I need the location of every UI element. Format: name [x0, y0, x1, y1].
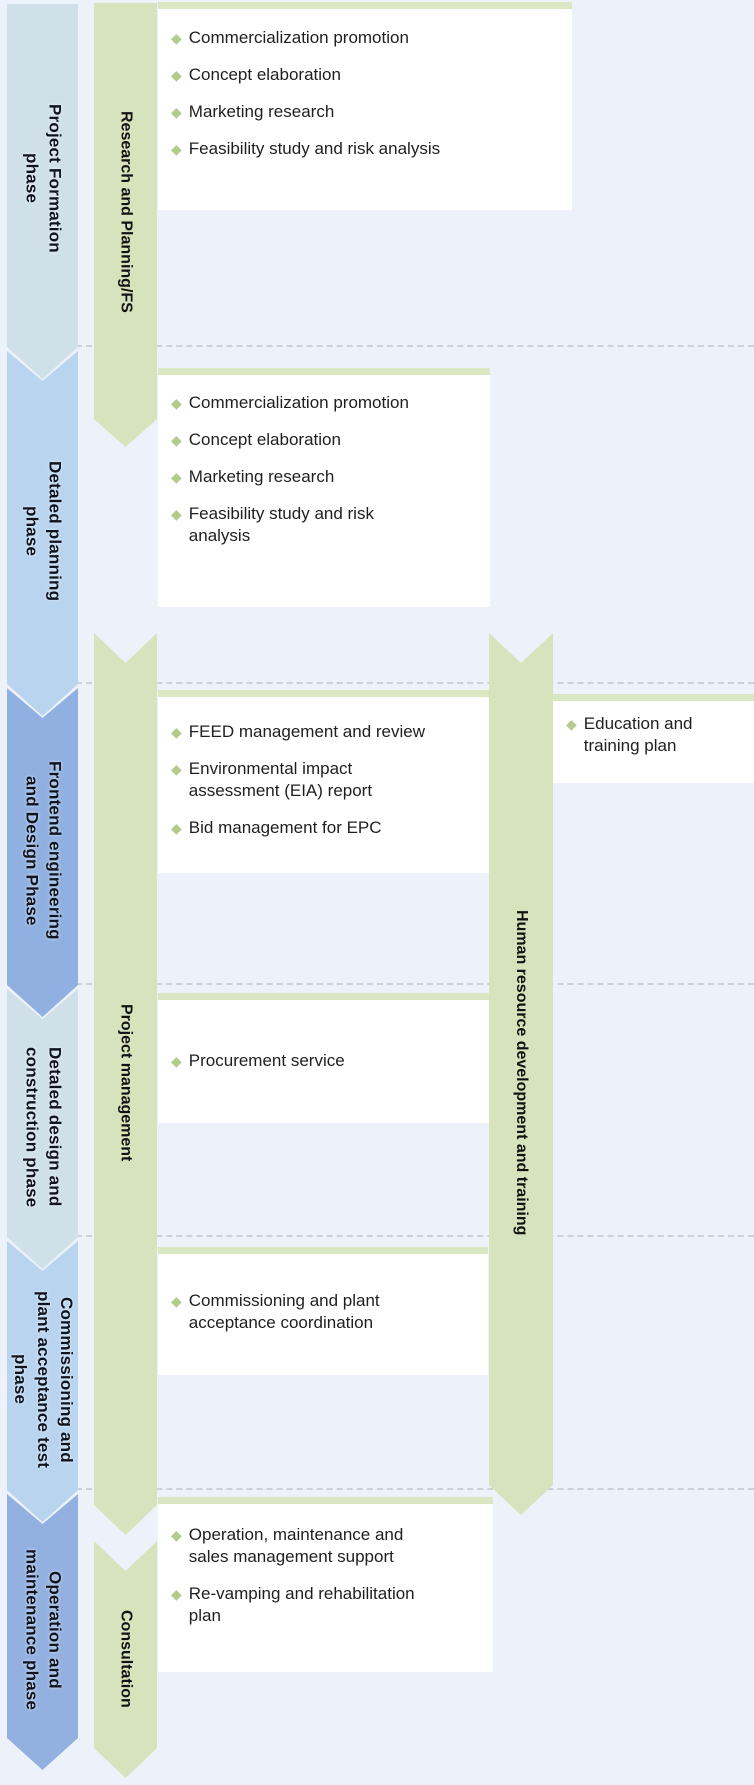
list-item-text: Marketing research: [188, 102, 335, 121]
list-item-text: Education and training plan: [583, 714, 693, 755]
diamond-bullet-icon: ◆: [171, 1527, 182, 1543]
phase-separator-dashed-line: [76, 682, 754, 684]
phase-chevron-project-formation: Project Formation phase: [7, 4, 78, 379]
phase-label: Project Formation phase: [22, 104, 65, 253]
stream-label: Consultation: [117, 1609, 135, 1708]
list-item: ◆ Concept elaboration: [171, 64, 564, 86]
content-box-detailed-planning: ◆ Commercialization promotion ◆ Concept …: [158, 368, 490, 607]
list-item: ◆ Marketing research: [171, 101, 564, 123]
stream-arrow-research-planning-fs: Research and Planning/FS: [94, 3, 157, 447]
list-item: ◆ Environmental impact assessment (EIA) …: [171, 758, 481, 802]
content-box-research-planning: ◆ Commercialization promotion ◆ Concept …: [158, 2, 572, 210]
list-item: ◆ Education and training plan: [566, 713, 746, 757]
phase-label: Commissioning and plant acceptance test …: [11, 1290, 76, 1469]
list-item-text: Commercialization promotion: [188, 28, 409, 47]
stream-label: Research and Planning/FS: [117, 111, 135, 313]
content-box-operation-maintenance: ◆ Operation, maintenance and sales manag…: [158, 1497, 493, 1672]
stream-label: Human resource development and training: [512, 910, 530, 1236]
list-item-text: Bid management for EPC: [188, 818, 382, 837]
diamond-bullet-icon: ◆: [171, 820, 182, 836]
content-box-detailed-design-construction: ◆ Procurement service: [158, 993, 489, 1123]
diamond-bullet-icon: ◆: [171, 469, 182, 485]
list-item-text: Commissioning and plant acceptance coord…: [188, 1291, 380, 1332]
list-item-text: Marketing research: [188, 467, 335, 486]
list-item-text: Re-vamping and rehabilitation plan: [188, 1584, 415, 1625]
diamond-bullet-icon: ◆: [171, 141, 182, 157]
diamond-bullet-icon: ◆: [171, 104, 182, 120]
list-item: ◆ Procurement service: [171, 1050, 481, 1072]
list-item-text: Feasibility study and risk analysis: [188, 504, 374, 545]
phase-chevron-operation-maintenance: Operation and maintenance phase: [7, 1494, 78, 1770]
list-item-text: Operation, maintenance and sales managem…: [188, 1525, 404, 1566]
diamond-bullet-icon: ◆: [171, 1053, 182, 1069]
phase-separator-dashed-line: [76, 1488, 754, 1490]
diamond-bullet-icon: ◆: [171, 30, 182, 46]
phase-label: Detaled planning phase: [22, 461, 65, 602]
list-item: ◆ Bid management for EPC: [171, 817, 481, 839]
content-box-commissioning: ◆ Commissioning and plant acceptance coo…: [158, 1247, 488, 1375]
diamond-bullet-icon: ◆: [171, 1293, 182, 1309]
phase-separator-dashed-line: [76, 345, 754, 347]
list-item-text: Environmental impact assessment (EIA) re…: [188, 759, 373, 800]
list-item-text: Feasibility study and risk analysis: [188, 139, 441, 158]
diamond-bullet-icon: ◆: [171, 67, 182, 83]
list-item-text: Concept elaboration: [188, 65, 341, 84]
phase-chevron-commissioning-acceptance-test: Commissioning and plant acceptance test …: [7, 1241, 78, 1522]
content-box-frontend-engineering: ◆ FEED management and review ◆ Environme…: [158, 690, 489, 873]
diamond-bullet-icon: ◆: [171, 724, 182, 740]
phase-chevron-detailed-design-construction: Detaled design and construction phase: [7, 989, 78, 1269]
stream-label: Project management: [117, 1004, 135, 1162]
phase-chevron-frontend-engineering-design: Frontend engineering and Design Phase: [7, 688, 78, 1017]
list-item: ◆ Re-vamping and rehabilitation plan: [171, 1583, 485, 1627]
list-item-text: Procurement service: [188, 1051, 345, 1070]
stream-arrow-human-resource-development: Human resource development and training: [489, 633, 553, 1515]
list-item: ◆ Operation, maintenance and sales manag…: [171, 1524, 485, 1568]
diamond-bullet-icon: ◆: [171, 761, 182, 777]
list-item: ◆ Commercialization promotion: [171, 392, 482, 414]
diamond-bullet-icon: ◆: [171, 506, 182, 522]
diamond-bullet-icon: ◆: [171, 395, 182, 411]
list-item: ◆ Feasibility study and risk analysis: [171, 138, 564, 160]
phase-separator-dashed-line: [76, 1235, 754, 1237]
phase-label: Frontend engineering and Design Phase: [22, 761, 65, 940]
list-item-text: FEED management and review: [188, 722, 426, 741]
list-item-text: Commercialization promotion: [188, 393, 409, 412]
list-item: ◆ Commercialization promotion: [171, 27, 564, 49]
stream-arrow-consultation: Consultation: [94, 1541, 157, 1778]
diamond-bullet-icon: ◆: [566, 716, 577, 732]
phase-separator-dashed-line: [76, 983, 754, 985]
list-item: ◆ Commissioning and plant acceptance coo…: [171, 1290, 480, 1334]
list-item-text: Concept elaboration: [188, 430, 341, 449]
phase-label: Detaled design and construction phase: [22, 1046, 65, 1208]
diamond-bullet-icon: ◆: [171, 1586, 182, 1602]
list-item: ◆ FEED management and review: [171, 721, 481, 743]
phase-label: Operation and maintenance phase: [22, 1549, 65, 1711]
list-item: ◆ Concept elaboration: [171, 429, 482, 451]
list-item: ◆ Feasibility study and risk analysis: [171, 503, 482, 547]
phase-chevron-detailed-planning: Detaled planning phase: [7, 351, 78, 716]
list-item: ◆ Marketing research: [171, 466, 482, 488]
content-box-education-training: ◆ Education and training plan: [553, 694, 754, 783]
stream-arrow-project-management: Project management: [94, 633, 157, 1535]
diamond-bullet-icon: ◆: [171, 432, 182, 448]
